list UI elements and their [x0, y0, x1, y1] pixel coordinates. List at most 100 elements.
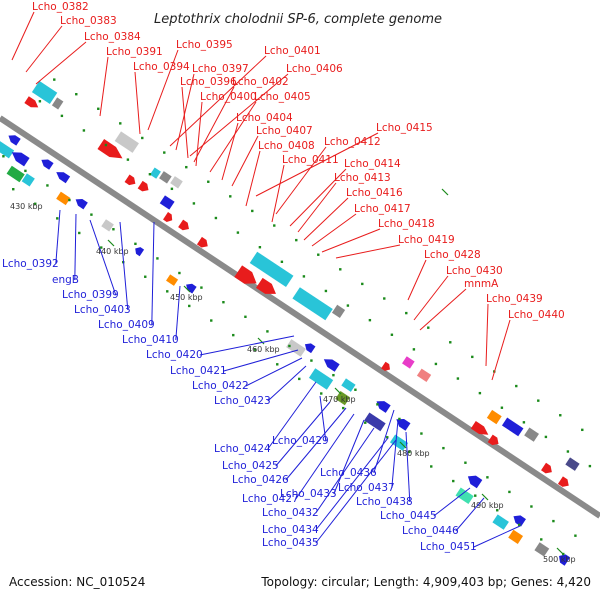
track-dot [148, 173, 152, 176]
track-dot [471, 355, 474, 359]
gene-feature [363, 411, 387, 432]
gene-box [113, 130, 140, 154]
gene-feature [491, 513, 510, 531]
track-dot [258, 246, 262, 249]
track-dot [552, 519, 555, 523]
forward-gene-label: Lcho_0417 [354, 203, 411, 215]
reverse-gene-label: Lcho_0429 [272, 435, 329, 447]
gene-box [491, 513, 510, 531]
track-dot [280, 260, 284, 263]
gene-feature [507, 528, 524, 545]
gene-feature [523, 426, 540, 443]
track-dot [376, 403, 379, 406]
gene-feature [486, 409, 503, 425]
gene-box [340, 377, 357, 393]
gene-feature [41, 159, 54, 170]
track-dot [361, 282, 364, 286]
reverse-leader-line [405, 431, 411, 503]
track-dot [251, 209, 254, 213]
track-dot [515, 384, 518, 388]
gene-feature [165, 273, 179, 287]
gene-feature [557, 476, 569, 487]
gene-box [523, 426, 540, 443]
tick-mark [399, 441, 407, 449]
reverse-leader-line [151, 221, 155, 326]
reverse-gene-label: Lcho_0410 [122, 334, 179, 346]
track-dot [386, 436, 389, 439]
track-dot [2, 155, 5, 158]
gene-feature [304, 343, 316, 354]
gene-feature [416, 367, 432, 383]
tick-label: 460 kbp [247, 345, 280, 354]
track-dot [222, 300, 225, 304]
gene-feature [158, 170, 173, 185]
track-dot [56, 217, 59, 220]
track-dot [178, 271, 181, 275]
gene-feature [5, 165, 26, 183]
reverse-leader-line [74, 213, 77, 281]
track-dot [434, 362, 438, 366]
reverse-gene-label: Lcho_0437 [338, 482, 395, 494]
forward-gene-label: Lcho_0396 [180, 76, 237, 88]
track-dot [156, 257, 159, 260]
gene-arrow [559, 554, 571, 566]
track-dot [229, 195, 232, 198]
tick-label: 450 kbp [170, 293, 203, 302]
track-dot [452, 479, 455, 483]
track-dot [342, 406, 345, 410]
track-dot [185, 165, 188, 169]
gene-arrow [487, 434, 499, 446]
forward-leader-line [297, 182, 337, 233]
track-dot [540, 538, 543, 541]
tick-label: 490 kbp [471, 501, 504, 510]
forward-leader-line [311, 213, 357, 247]
track-dot [559, 414, 562, 417]
gene-box [334, 390, 351, 406]
gene-feature [533, 541, 550, 558]
reverse-leader-line [433, 487, 471, 517]
gene-box [51, 96, 65, 111]
gene-arrow [196, 236, 208, 248]
feature-layer [0, 80, 581, 566]
gene-feature [196, 236, 208, 248]
track-dot [408, 450, 411, 454]
label-layer: Lcho_0382Lcho_0383Lcho_0384Lcho_0391Lcho… [2, 1, 565, 553]
track-dot [75, 92, 78, 96]
forward-leader-line [195, 101, 203, 167]
forward-gene-label: Lcho_0383 [60, 15, 117, 27]
gene-arrow [513, 515, 526, 527]
gene-feature [31, 80, 58, 105]
reverse-leader-line [295, 413, 355, 500]
gene-feature [559, 554, 571, 566]
gene-arrow [323, 359, 340, 372]
track-dot [170, 187, 174, 191]
track-dot [254, 348, 257, 351]
track-dot [420, 432, 423, 435]
forward-leader-line [193, 86, 235, 163]
track-dot [562, 552, 565, 556]
forward-leader-line [321, 228, 381, 253]
track-dot [244, 315, 247, 318]
gene-feature [234, 265, 257, 284]
reverse-gene-label: Lcho_0433 [280, 488, 337, 500]
gene-arrow [255, 277, 276, 294]
gene-arrow [124, 174, 136, 186]
forward-gene-label: Lcho_0416 [346, 187, 403, 199]
gene-box [100, 218, 115, 233]
reverse-gene-label: Lcho_0435 [262, 537, 319, 549]
forward-leader-line [303, 197, 349, 241]
gene-feature [470, 421, 489, 435]
track-dot [288, 344, 291, 348]
track-dot [82, 129, 86, 132]
gene-box [401, 355, 416, 370]
track-dot [412, 348, 416, 351]
track-dot [97, 107, 100, 110]
track-dot [456, 377, 460, 380]
track-dot [574, 534, 577, 537]
forward-gene-label: Lcho_0418 [378, 218, 435, 230]
forward-leader-line [231, 135, 259, 187]
forward-leader-line [413, 275, 449, 321]
gene-arrow [234, 265, 257, 284]
reverse-gene-label: Lcho_0432 [262, 507, 319, 519]
